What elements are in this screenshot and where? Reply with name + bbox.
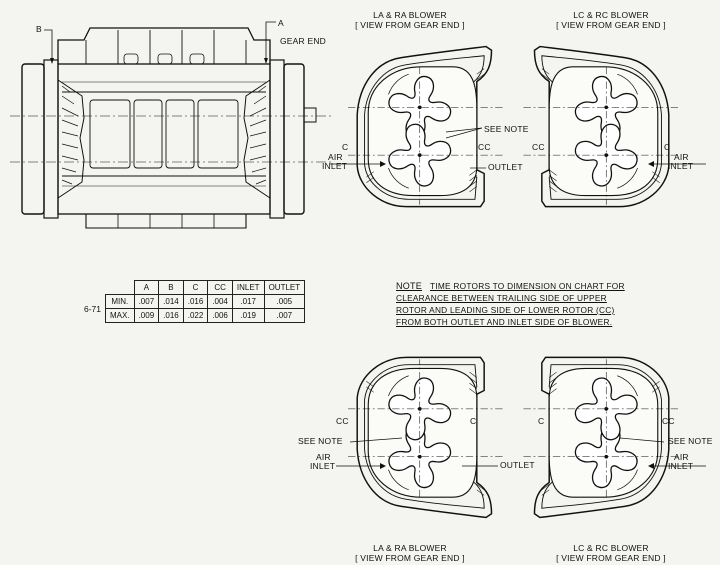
view-title-top-left: LA & RA BLOWER [373,10,447,20]
row-label-min: MIN. [105,294,135,309]
label-air: AIR [316,452,331,462]
label-outlet: OUTLET [500,460,535,470]
label-outlet: OUTLET [488,162,523,172]
label-c: C [342,142,349,152]
table-cell: .005 [263,294,306,309]
note-line: CLEARANCE BETWEEN TRAILING SIDE OF UPPER [396,293,607,303]
table-cell: .007 [263,308,306,323]
label-cc: CC [662,416,675,426]
rotor-view-top-left [330,47,504,207]
header-a: A [133,280,160,295]
note-head: NOTE [396,281,423,291]
label-cc: CC [478,142,491,152]
view-title-top-right: LC & RC BLOWER [573,10,649,20]
view-title-bottom-right: LC & RC BLOWER [573,543,649,553]
table-cell: .007 [133,294,160,309]
table-cell: .022 [182,308,209,323]
view-subtitle-bottom-right: [ VIEW FROM GEAR END ] [556,553,666,563]
table-cell: .004 [207,294,233,309]
table-cell: .009 [133,308,160,323]
clearance-table: A B C CC INLET OUTLET 6-71 MIN. .007 .01… [80,280,306,323]
table-cell: .016 [182,294,209,309]
table-cell: .019 [231,308,265,323]
model-label: 6-71 [84,303,102,314]
label-inlet: INLET [668,161,694,171]
note-line: ROTOR AND LEADING SIDE OF LOWER ROTOR (C… [396,305,615,315]
label-c: C [664,142,671,152]
header-b: B [158,280,184,295]
view-subtitle-bottom-left: [ VIEW FROM GEAR END ] [355,553,465,563]
table-cell: .014 [158,294,184,309]
view-subtitle-top-left: [ VIEW FROM GEAR END ] [355,20,465,30]
label-gear-end: GEAR END [280,36,326,46]
label-a: A [278,18,284,28]
table-cell: .006 [207,308,233,323]
label-see-note: SEE NOTE [484,124,529,134]
rotor-view-bottom-left [336,357,504,517]
rotor-view-bottom-right [522,357,706,517]
rotor-view-top-right [522,47,706,207]
row-label-max: MAX. [105,308,135,323]
header-inlet: INLET [231,280,265,295]
label-air: AIR [674,152,689,162]
label-c: C [470,416,477,426]
header-cc: CC [207,280,233,295]
header-outlet: OUTLET [263,280,306,295]
label-cc: CC [336,416,349,426]
label-cc: CC [532,142,545,152]
label-inlet: INLET [310,461,336,471]
note-line: TIME ROTORS TO DIMENSION ON CHART FOR [430,281,625,291]
label-air: AIR [674,452,689,462]
header-c: C [182,280,209,295]
label-inlet: INLET [322,161,348,171]
label-inlet: INLET [668,461,694,471]
view-title-bottom-left: LA & RA BLOWER [373,543,447,553]
label-see-note: SEE NOTE [298,436,343,446]
label-b: B [36,24,42,34]
view-subtitle-top-right: [ VIEW FROM GEAR END ] [556,20,666,30]
label-air: AIR [328,152,343,162]
note-line: FROM BOTH OUTLET AND INLET SIDE OF BLOWE… [396,317,613,327]
table-cell: .016 [158,308,184,323]
label-c: C [538,416,545,426]
timing-note: NOTE TIME ROTORS TO DIMENSION ON CHART FO… [396,280,696,328]
blower-side-view [10,21,332,229]
label-see-note: SEE NOTE [668,436,713,446]
table-cell: .017 [231,294,265,309]
